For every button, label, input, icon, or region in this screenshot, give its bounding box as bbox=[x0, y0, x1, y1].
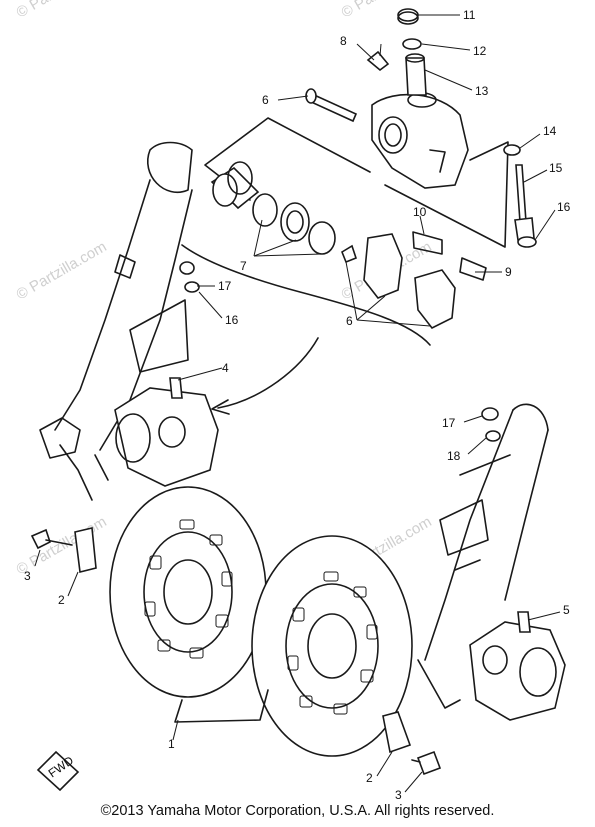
washer-part-18 bbox=[184, 281, 200, 293]
assembly-bracket-line bbox=[384, 141, 509, 248]
pin-part-6 bbox=[341, 244, 357, 264]
washer-part-14 bbox=[503, 144, 521, 156]
pad-clip-part-9 bbox=[459, 257, 487, 281]
bolt-part-3-right bbox=[416, 750, 442, 776]
leader-lines bbox=[34, 14, 561, 793]
brake-hose bbox=[181, 244, 431, 346]
brake-disc-rear bbox=[109, 486, 267, 698]
callout-labels: 11 12 13 8 6 14 15 16 10 9 7 6 17 16 4 1… bbox=[24, 8, 571, 800]
callout-16: 16 bbox=[225, 313, 239, 327]
sleeve-part-13 bbox=[405, 57, 427, 96]
callout-4: 4 bbox=[222, 361, 229, 375]
callout-9: 9 bbox=[505, 265, 512, 279]
callout-2: 2 bbox=[366, 771, 373, 785]
watermark: © Partzilla.com bbox=[14, 0, 110, 21]
copyright-notice: ©2013 Yamaha Motor Corporation, U.S.A. A… bbox=[100, 803, 495, 819]
washer-part-17 bbox=[179, 261, 195, 275]
callout-1: 1 bbox=[168, 737, 175, 751]
right-fork-leg bbox=[417, 403, 549, 709]
brake-pad-part-6-right bbox=[414, 269, 456, 330]
washer-part-17 bbox=[481, 407, 499, 421]
callout-5: 5 bbox=[563, 603, 570, 617]
part-1-bracket bbox=[174, 689, 269, 723]
cap-part-11-rim bbox=[397, 11, 419, 25]
lock-plate-part-2-left bbox=[74, 527, 97, 573]
brake-pad-part-6-left bbox=[363, 233, 403, 299]
pad-spring-part-10 bbox=[412, 231, 443, 255]
bolt-part-3-left bbox=[30, 528, 51, 550]
lock-plate-part-2-right bbox=[382, 711, 412, 754]
callout-14: 14 bbox=[543, 124, 557, 138]
o-ring-part-12 bbox=[402, 38, 422, 50]
watermark: © Partzilla.com bbox=[14, 238, 110, 303]
piston-and-seals-part-7 bbox=[210, 161, 336, 255]
cap-part-11 bbox=[397, 8, 419, 22]
caliper-body-upper bbox=[371, 92, 469, 189]
assembly-pointer-arrowhead bbox=[211, 399, 230, 415]
callout-16: 16 bbox=[557, 200, 571, 214]
caliper-assembly-part-4 bbox=[114, 377, 219, 487]
sleeve-part-13-top bbox=[405, 53, 425, 63]
washer-part-18 bbox=[485, 430, 501, 442]
caliper-assembly-part-5 bbox=[469, 611, 566, 721]
assembly-pointer-arrow bbox=[217, 337, 319, 409]
callout-17: 17 bbox=[218, 279, 232, 293]
exploded-parts-diagram: © Partzilla.com © Partzilla.com © Partzi… bbox=[14, 0, 571, 800]
callout-3: 3 bbox=[395, 788, 402, 800]
callout-18: 18 bbox=[447, 449, 461, 463]
callout-11: 11 bbox=[463, 8, 476, 22]
watermark: © Partzilla.com bbox=[339, 0, 435, 21]
callout-8: 8 bbox=[340, 34, 347, 48]
callout-17: 17 bbox=[442, 416, 456, 430]
callout-10: 10 bbox=[413, 205, 427, 219]
callout-13: 13 bbox=[475, 84, 489, 98]
callout-2: 2 bbox=[58, 593, 65, 607]
callout-6: 6 bbox=[262, 93, 269, 107]
forward-arrow-icon: FWD bbox=[36, 750, 80, 792]
bolt-part-15 bbox=[515, 164, 527, 223]
brake-disc-front bbox=[251, 535, 413, 757]
callout-15: 15 bbox=[549, 161, 563, 175]
bolt-part-3-left-shank bbox=[45, 539, 73, 546]
bleeder-screw-part-8 bbox=[366, 50, 390, 72]
callout-6: 6 bbox=[346, 314, 353, 328]
callout-12: 12 bbox=[473, 44, 487, 58]
callout-7: 7 bbox=[240, 259, 247, 273]
bolt-part-3-right-shank bbox=[411, 759, 421, 763]
callout-3: 3 bbox=[24, 569, 31, 583]
washer-part-16 bbox=[517, 236, 537, 248]
